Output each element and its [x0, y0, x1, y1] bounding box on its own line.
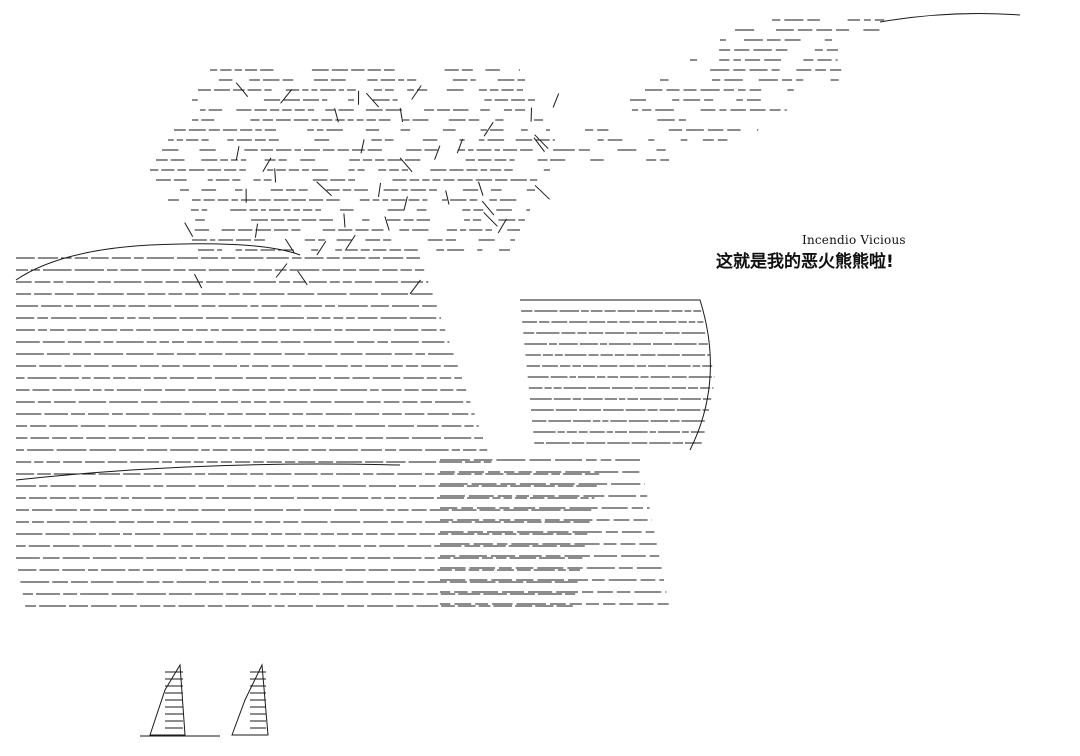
strand-stroke — [378, 182, 381, 197]
strand-stroke — [254, 223, 258, 238]
strand-stroke — [284, 238, 295, 254]
strand-stroke — [483, 121, 494, 137]
strand-stroke — [481, 200, 495, 216]
strand-stroke — [552, 93, 560, 108]
left-foot-outline — [149, 663, 186, 736]
strand-stroke — [184, 222, 194, 237]
strand-stroke — [194, 273, 203, 289]
strand-stroke — [262, 157, 272, 173]
strand-stroke — [445, 190, 450, 205]
strand-stroke — [456, 138, 464, 154]
strand-stroke — [297, 270, 308, 286]
strand-stroke — [434, 145, 441, 160]
strand-stroke — [280, 88, 293, 104]
strand-stroke — [534, 134, 549, 150]
strand-stroke — [343, 213, 346, 228]
caption-chinese: 这就是我的恶火熊熊啦! — [716, 252, 894, 272]
body-outline — [15, 243, 301, 281]
strand-stroke — [399, 157, 413, 173]
ascii-art-layer — [15, 13, 1021, 737]
strand-stroke — [345, 234, 356, 250]
right-foot-outline — [231, 663, 269, 736]
strand-stroke — [360, 139, 365, 154]
strand-stroke — [533, 137, 545, 153]
strand-stroke — [478, 181, 484, 196]
strand-stroke — [497, 218, 507, 234]
caption-english: Incendio Vicious — [802, 233, 906, 247]
strand-stroke — [316, 240, 327, 256]
strand-stroke — [534, 184, 550, 200]
strand-stroke — [235, 146, 240, 161]
smoke-outline — [879, 13, 1021, 23]
strand-stroke — [275, 263, 288, 278]
strand-stroke — [403, 196, 408, 211]
strand-stroke — [334, 108, 339, 123]
strand-stroke — [411, 85, 422, 100]
strand-stroke — [399, 107, 404, 123]
weapon-outline — [520, 299, 711, 451]
strand-stroke — [316, 181, 332, 197]
strand-stroke — [483, 211, 498, 227]
strand-stroke — [384, 216, 390, 231]
strand-stroke — [409, 279, 421, 295]
body-outline — [15, 463, 401, 481]
strand-stroke — [235, 82, 249, 98]
strand-stroke — [274, 168, 277, 183]
strand-stroke — [365, 92, 380, 108]
